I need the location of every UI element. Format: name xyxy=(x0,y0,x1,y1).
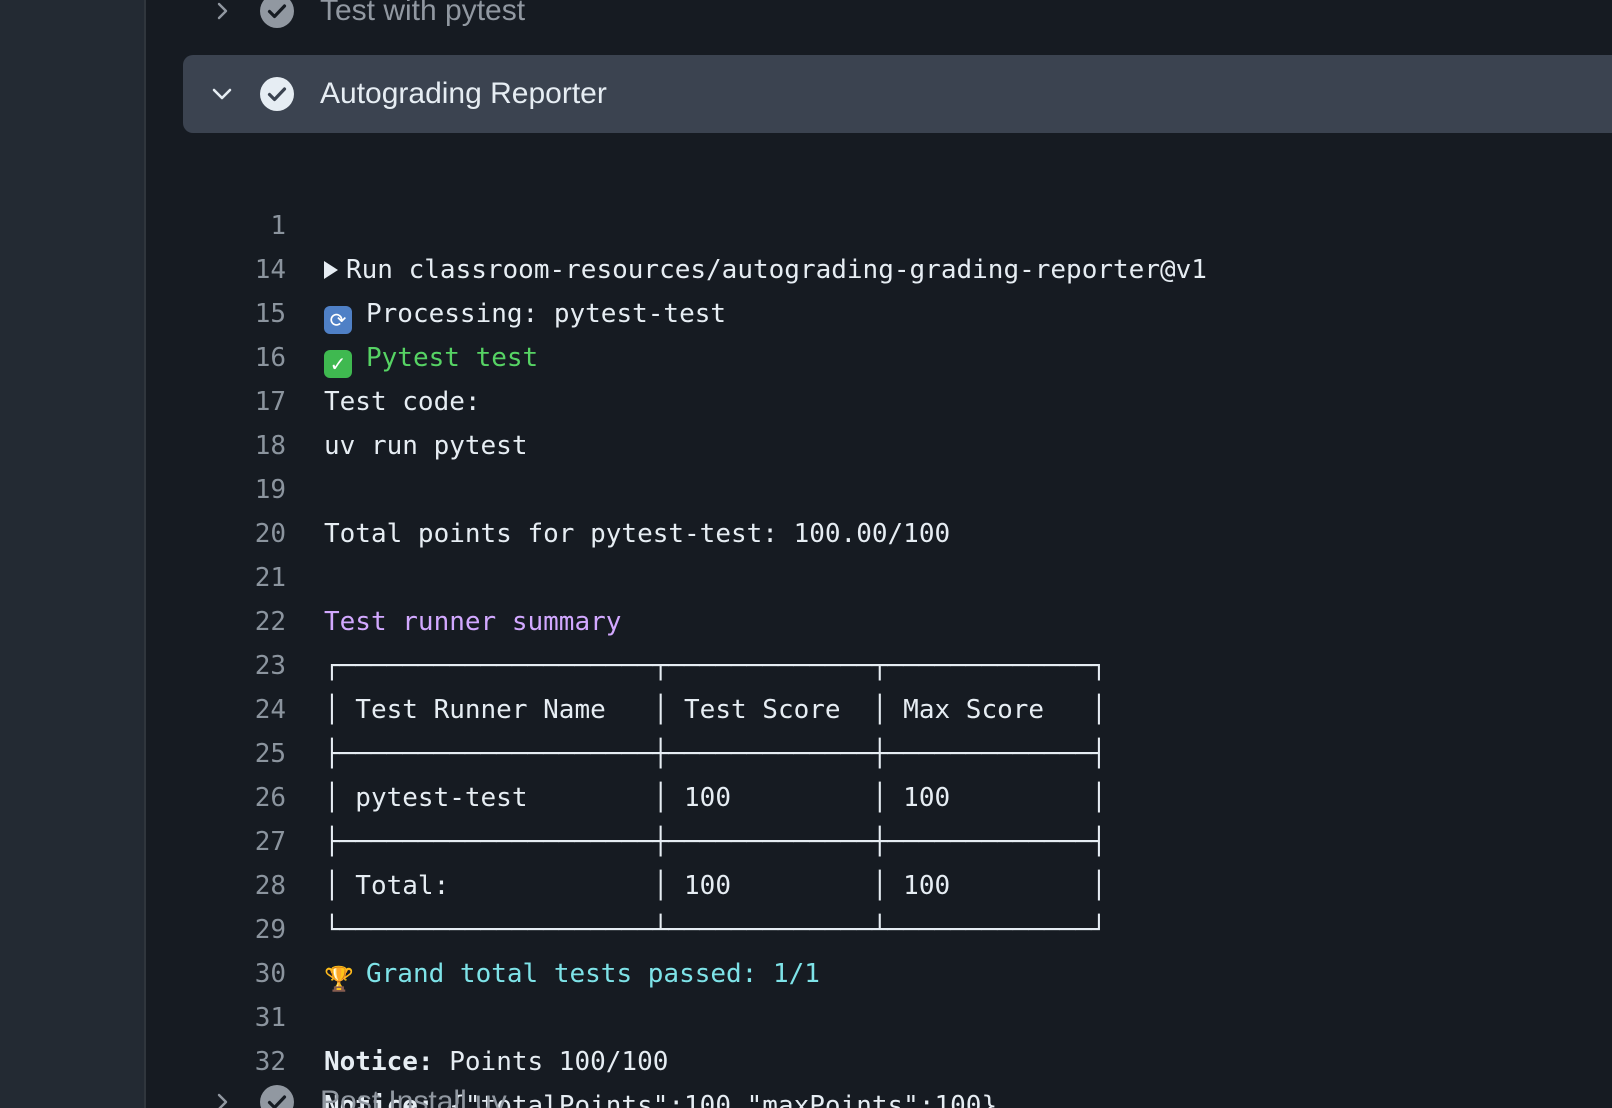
check-circle-icon xyxy=(259,0,295,29)
chevron-down-icon[interactable] xyxy=(205,77,239,111)
trophy-icon: 🏆 xyxy=(324,965,354,993)
log-text: Test code: xyxy=(324,387,481,417)
log-text: Run classroom-resources/autograding-grad… xyxy=(346,255,1207,285)
log-text: ├────────────────────┼─────────────┼────… xyxy=(324,827,1107,857)
log-line: 20 xyxy=(146,468,1612,549)
log-line-notice: 31 Notice: Points 100/100 xyxy=(146,952,1612,1077)
line-number[interactable]: 25 xyxy=(254,739,286,769)
line-number[interactable]: 24 xyxy=(254,695,286,725)
check-mark-icon: ✓ xyxy=(324,350,352,378)
log-text: Grand total tests passed: 1/1 xyxy=(366,959,820,989)
line-number[interactable]: 18 xyxy=(254,431,286,461)
log-text: uv run pytest xyxy=(324,431,528,461)
line-number[interactable]: 1 xyxy=(270,211,286,241)
step-title: Autograding Reporter xyxy=(320,77,607,110)
caret-right-icon[interactable] xyxy=(324,261,338,279)
refresh-icon: ⟳ xyxy=(324,306,352,334)
summary-table-header-row: 23 │ Test Runner Name │ Test Score │ Max… xyxy=(146,600,1612,725)
log-line: 21 Test runner summary xyxy=(146,512,1612,637)
summary-table-border-top: 22 ┌────────────────────┬─────────────┬─… xyxy=(146,556,1612,681)
line-number[interactable]: 14 xyxy=(254,255,286,285)
line-number[interactable]: 32 xyxy=(254,1047,286,1077)
line-number[interactable]: 27 xyxy=(254,827,286,857)
line-number[interactable]: 15 xyxy=(254,299,286,329)
check-circle-icon xyxy=(259,76,295,112)
log-line: 29 🏆 Grand total tests passed: 1/1 xyxy=(146,864,1612,993)
log-text: │ Total: │ 100 │ 100 │ xyxy=(324,871,1107,901)
log-text: Total points for pytest-test: 100.00/100 xyxy=(324,519,951,549)
log-line[interactable]: 1 Run classroom-resources/autograding-gr… xyxy=(146,160,1612,285)
summary-table-divider: 24 ├────────────────────┼─────────────┼─… xyxy=(146,644,1612,769)
summary-table-total-row: 27 │ Total: │ 100 │ 100 │ xyxy=(146,776,1612,901)
step-header-autograding-reporter[interactable]: Autograding Reporter xyxy=(183,55,1612,133)
log-output: 1 Run classroom-resources/autograding-gr… xyxy=(146,160,1612,1108)
line-number[interactable]: 22 xyxy=(254,607,286,637)
log-line: 14 ⟳ Processing: pytest-test xyxy=(146,204,1612,334)
line-number[interactable]: 31 xyxy=(254,1003,286,1033)
line-number[interactable]: 17 xyxy=(254,387,286,417)
log-text: {"totalPoints":100,"maxPoints":100} xyxy=(433,1091,998,1108)
log-text: ├────────────────────┼─────────────┼────… xyxy=(324,739,1107,769)
chevron-right-icon[interactable] xyxy=(205,1085,239,1108)
line-number[interactable]: 20 xyxy=(254,519,286,549)
line-number[interactable]: 30 xyxy=(254,959,286,989)
log-text: Test runner summary xyxy=(324,607,622,637)
line-number[interactable]: 16 xyxy=(254,343,286,373)
line-number[interactable]: 23 xyxy=(254,651,286,681)
log-text: │ pytest-test │ 100 │ 100 │ xyxy=(324,783,1107,813)
summary-table-border-bottom: 28 └────────────────────┴─────────────┴─… xyxy=(146,820,1612,945)
log-text: ┌────────────────────┬─────────────┬────… xyxy=(324,651,1107,681)
log-text: Pytest test xyxy=(366,343,539,373)
log-line: 16 Test code: xyxy=(146,292,1612,417)
line-number[interactable]: 26 xyxy=(254,783,286,813)
log-group-toggle[interactable]: Run classroom-resources/autograding-grad… xyxy=(324,248,1207,292)
log-text: Points 100/100 xyxy=(433,1047,669,1077)
log-line: 30 xyxy=(146,908,1612,989)
step-header-post-install-uv[interactable]: Post Install uv xyxy=(183,1075,1612,1108)
log-text: │ Test Runner Name │ Test Score │ Max Sc… xyxy=(324,695,1107,725)
line-number[interactable]: 29 xyxy=(254,915,286,945)
log-line: 18 xyxy=(146,380,1612,461)
line-number[interactable]: 28 xyxy=(254,871,286,901)
line-number[interactable]: 19 xyxy=(254,475,286,505)
line-number[interactable]: 21 xyxy=(254,563,286,593)
step-title: Test with pytest xyxy=(320,0,526,27)
log-line: 17 uv run pytest xyxy=(146,336,1612,461)
log-text: └────────────────────┴─────────────┴────… xyxy=(324,915,1107,945)
step-title: Post Install uv xyxy=(320,1085,507,1108)
job-log-panel: Test with pytest Autograding Reporter 1 … xyxy=(146,0,1612,1108)
notice-label: Notice: xyxy=(324,1091,434,1108)
log-line-notice: 32 Notice: {"totalPoints":100,"maxPoints… xyxy=(146,996,1612,1108)
log-line: 15 ✓ Pytest test xyxy=(146,248,1612,378)
log-text: Processing: pytest-test xyxy=(366,299,727,329)
chevron-right-icon[interactable] xyxy=(205,0,239,28)
summary-table-row: 25 │ pytest-test │ 100 │ 100 │ xyxy=(146,688,1612,813)
left-sidebar xyxy=(0,0,146,1108)
check-circle-icon xyxy=(259,1084,295,1108)
step-header-test-with-pytest[interactable]: Test with pytest xyxy=(183,0,1612,38)
summary-table-divider: 26 ├────────────────────┼─────────────┼─… xyxy=(146,732,1612,857)
notice-label: Notice: xyxy=(324,1047,434,1077)
log-line: 19 Total points for pytest-test: 100.00/… xyxy=(146,424,1612,549)
